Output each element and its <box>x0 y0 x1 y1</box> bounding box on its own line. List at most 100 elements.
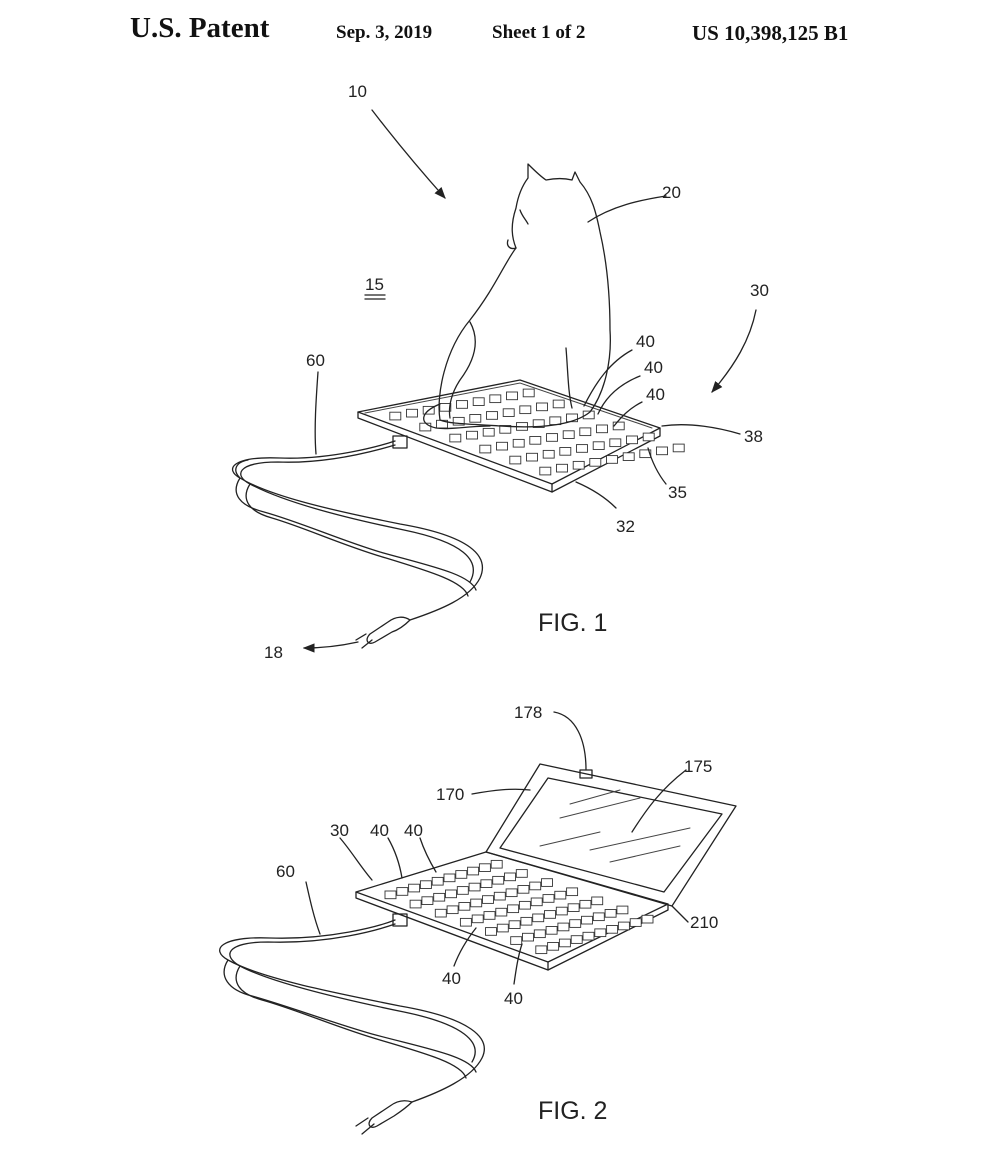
heating-element <box>532 419 545 428</box>
heating-element <box>469 414 482 423</box>
heating-element <box>522 932 534 942</box>
heating-element <box>493 891 506 901</box>
ref-35: 35 <box>668 483 687 502</box>
heating-element <box>592 912 605 922</box>
power-cord-fig1 <box>231 435 484 649</box>
ref-30: 30 <box>330 821 349 840</box>
heating-element <box>482 895 494 904</box>
laptop-screen <box>485 763 737 907</box>
heating-element <box>510 936 523 945</box>
heating-element <box>576 444 588 453</box>
heating-element <box>456 400 468 409</box>
heating-element <box>557 922 570 932</box>
heating-element <box>626 435 638 445</box>
heating-element <box>389 411 402 421</box>
figure-1: 10 20 15 30 40 40 40 38 35 32 60 18 FIG.… <box>231 82 769 662</box>
heating-element <box>547 942 560 951</box>
patent-date: Sep. 3, 2019 <box>336 22 433 43</box>
heating-element <box>541 878 553 887</box>
heating-element <box>672 443 685 453</box>
heating-mat-fig2 <box>355 851 669 971</box>
leader-lines-fig1 <box>302 109 757 653</box>
heating-element <box>581 915 593 925</box>
heating-element <box>629 918 642 927</box>
mat-heating-elements-fig2 <box>384 859 654 955</box>
ref-40-d: 40 <box>504 989 523 1008</box>
heating-element <box>549 416 562 426</box>
heating-element <box>544 910 556 919</box>
heating-element <box>492 875 505 885</box>
heating-element <box>589 458 602 467</box>
fig1-reference-numerals: 10 20 15 30 40 40 40 38 35 32 60 18 <box>264 82 769 662</box>
heating-element <box>579 427 592 437</box>
heating-element <box>489 394 502 404</box>
heating-element <box>569 919 582 928</box>
heating-element <box>579 899 592 909</box>
ref-175: 175 <box>684 757 712 776</box>
heating-element <box>433 892 446 902</box>
heating-element <box>472 397 485 406</box>
heating-element <box>467 866 480 876</box>
heating-element <box>526 452 538 462</box>
heating-element <box>562 430 575 439</box>
heating-element <box>496 441 508 451</box>
heating-element <box>566 887 579 897</box>
ref-32: 32 <box>616 517 635 536</box>
heating-element <box>572 460 585 470</box>
heating-element <box>532 913 545 923</box>
heating-element <box>592 441 605 450</box>
heating-element <box>536 402 548 412</box>
heating-element <box>609 438 622 448</box>
patent-number: US 10,398,125 B1 <box>692 21 849 45</box>
ref-60: 60 <box>306 351 325 370</box>
heating-element <box>458 902 471 911</box>
heating-element <box>558 938 571 948</box>
ref-40-b: 40 <box>404 821 423 840</box>
heating-element <box>604 909 617 918</box>
heating-element <box>533 929 546 939</box>
heating-element <box>554 890 567 900</box>
heating-element <box>539 466 552 476</box>
heating-element <box>471 914 484 924</box>
figure-2: 178 175 170 30 40 40 60 210 40 40 FIG. 2 <box>219 703 737 1135</box>
figure-1-caption: FIG. 1 <box>538 609 607 637</box>
patent-header: U.S. Patent Sep. 3, 2019 Sheet 1 of 2 US… <box>0 10 1005 50</box>
heating-element <box>499 425 512 434</box>
heating-element <box>446 905 459 915</box>
heating-element <box>439 403 452 412</box>
heating-element <box>384 890 397 900</box>
heating-element <box>582 410 595 420</box>
heating-element <box>616 905 629 915</box>
heating-element <box>452 416 465 426</box>
heating-element <box>443 873 456 883</box>
heating-element <box>486 411 498 420</box>
heating-element <box>529 881 542 891</box>
heating-element <box>567 903 580 912</box>
heating-element <box>639 449 652 459</box>
ref-15: 15 <box>365 275 384 294</box>
heating-element <box>520 916 533 926</box>
heating-element <box>495 907 508 917</box>
heating-element <box>530 897 543 907</box>
heating-element <box>570 935 583 944</box>
heating-element <box>612 421 625 431</box>
heating-element <box>641 914 654 924</box>
heating-element <box>479 444 492 454</box>
heating-element <box>406 408 418 418</box>
heating-element <box>617 921 630 931</box>
heating-element <box>519 405 532 415</box>
ref-178: 178 <box>514 703 542 722</box>
heating-element <box>642 432 655 442</box>
ref-40-b: 40 <box>644 358 663 377</box>
fig2-reference-numerals: 178 175 170 30 40 40 60 210 40 40 <box>276 703 718 1008</box>
heating-element <box>468 882 481 892</box>
heating-element <box>552 399 565 409</box>
ref-40-c: 40 <box>442 969 461 988</box>
heating-element <box>594 928 607 938</box>
heating-element <box>434 908 447 918</box>
figure-2-caption: FIG. 2 <box>538 1097 607 1125</box>
heating-element <box>606 455 618 464</box>
ref-40-a: 40 <box>370 821 389 840</box>
heating-element <box>508 920 521 929</box>
